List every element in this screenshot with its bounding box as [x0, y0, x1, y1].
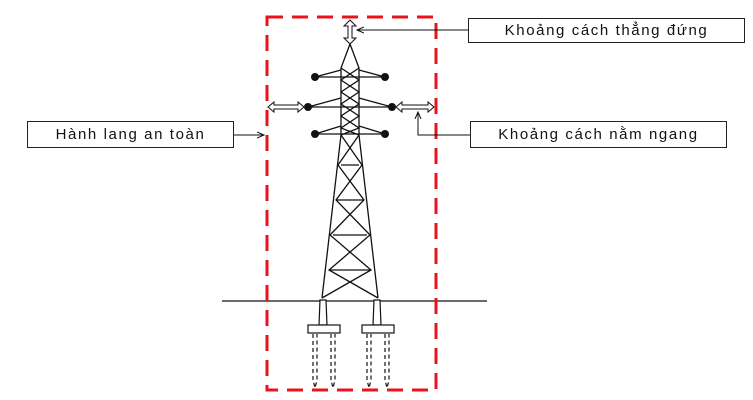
- safety-corridor-label: Hành lang an toàn: [27, 121, 234, 148]
- vertical-distance-label: Khoảng cách thẳng đứng: [468, 18, 745, 43]
- tower-foundations: [307, 299, 395, 389]
- safety-corridor-boundary: [265, 15, 438, 392]
- horizontal-distance-arrow-left: [267, 100, 305, 114]
- transmission-tower: [307, 43, 393, 299]
- horizontal-distance-arrow-right: [395, 100, 435, 114]
- vertical-distance-arrow: [342, 19, 358, 45]
- horizontal-leader: [418, 112, 470, 136]
- conductor-points: [304, 73, 396, 138]
- horizontal-distance-label: Khoảng cách nằm ngang: [470, 121, 727, 148]
